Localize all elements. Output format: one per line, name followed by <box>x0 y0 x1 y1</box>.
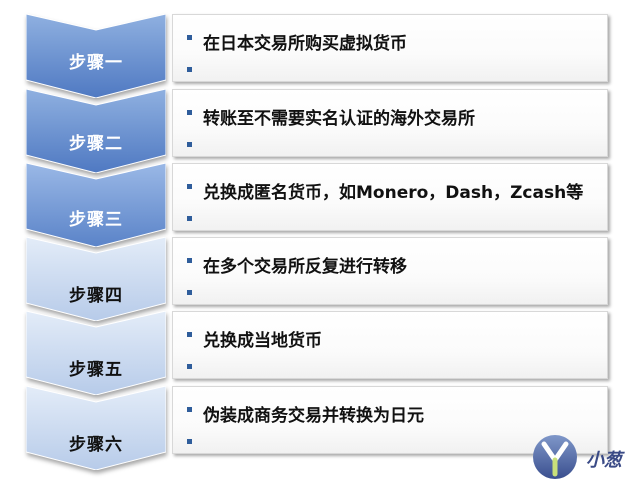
step-1: 步骤一 在日本交易所购买虚拟货币 <box>26 14 610 98</box>
chevron-3 <box>26 163 166 247</box>
step-2: 步骤二 转账至不需要实名认证的海外交易所 <box>26 89 610 173</box>
step-label: 步骤五 <box>69 360 123 380</box>
step-box: 伪装成商务交易并转换为日元 <box>172 386 608 454</box>
logo-text: 小葱 <box>586 450 622 471</box>
step-text: 在多个交易所反复进行转移 <box>203 257 407 277</box>
watermark-logo: 小葱 <box>530 432 630 488</box>
bullet-icon <box>187 110 192 115</box>
step-6: 步骤六 伪装成商务交易并转换为日元 <box>26 386 610 470</box>
step-label: 步骤二 <box>69 134 123 154</box>
bullet-icon <box>187 439 192 444</box>
step-text: 在日本交易所购买虚拟货币 <box>203 34 407 54</box>
step-box: 在日本交易所购买虚拟货币 <box>172 14 608 82</box>
chevron-5 <box>26 311 166 395</box>
step-text: 转账至不需要实名认证的海外交易所 <box>203 109 475 129</box>
logo-icon <box>533 435 577 479</box>
step-box: 在多个交易所反复进行转移 <box>172 237 608 305</box>
chevron-6 <box>26 386 166 470</box>
step-5: 步骤五 兑换成当地货币 <box>26 311 610 395</box>
chevron-4 <box>26 237 166 321</box>
step-text: 兑换成匿名货币，如Monero，Dash，Zcash等 <box>203 183 584 203</box>
bullet-icon <box>187 67 192 72</box>
step-box: 转账至不需要实名认证的海外交易所 <box>172 89 608 157</box>
bullet-icon <box>187 258 192 263</box>
bullet-icon <box>187 407 192 412</box>
step-text: 伪装成商务交易并转换为日元 <box>203 406 424 426</box>
bullet-icon <box>187 35 192 40</box>
step-text: 兑换成当地货币 <box>203 331 322 351</box>
step-label: 步骤三 <box>69 210 123 230</box>
step-label: 步骤六 <box>69 435 123 455</box>
step-label: 步骤四 <box>69 286 123 306</box>
chevron-2 <box>26 89 166 173</box>
bullet-icon <box>187 184 192 189</box>
step-box: 兑换成匿名货币，如Monero，Dash，Zcash等 <box>172 163 608 231</box>
chevron-1 <box>26 14 166 98</box>
step-3: 步骤三 兑换成匿名货币，如Monero，Dash，Zcash等 <box>26 163 610 247</box>
bullet-icon <box>187 332 192 337</box>
step-4: 步骤四 在多个交易所反复进行转移 <box>26 237 610 321</box>
bullet-icon <box>187 142 192 147</box>
bullet-icon <box>187 216 192 221</box>
step-label: 步骤一 <box>69 53 123 73</box>
bullet-icon <box>187 364 192 369</box>
step-box: 兑换成当地货币 <box>172 311 608 379</box>
bullet-icon <box>187 290 192 295</box>
